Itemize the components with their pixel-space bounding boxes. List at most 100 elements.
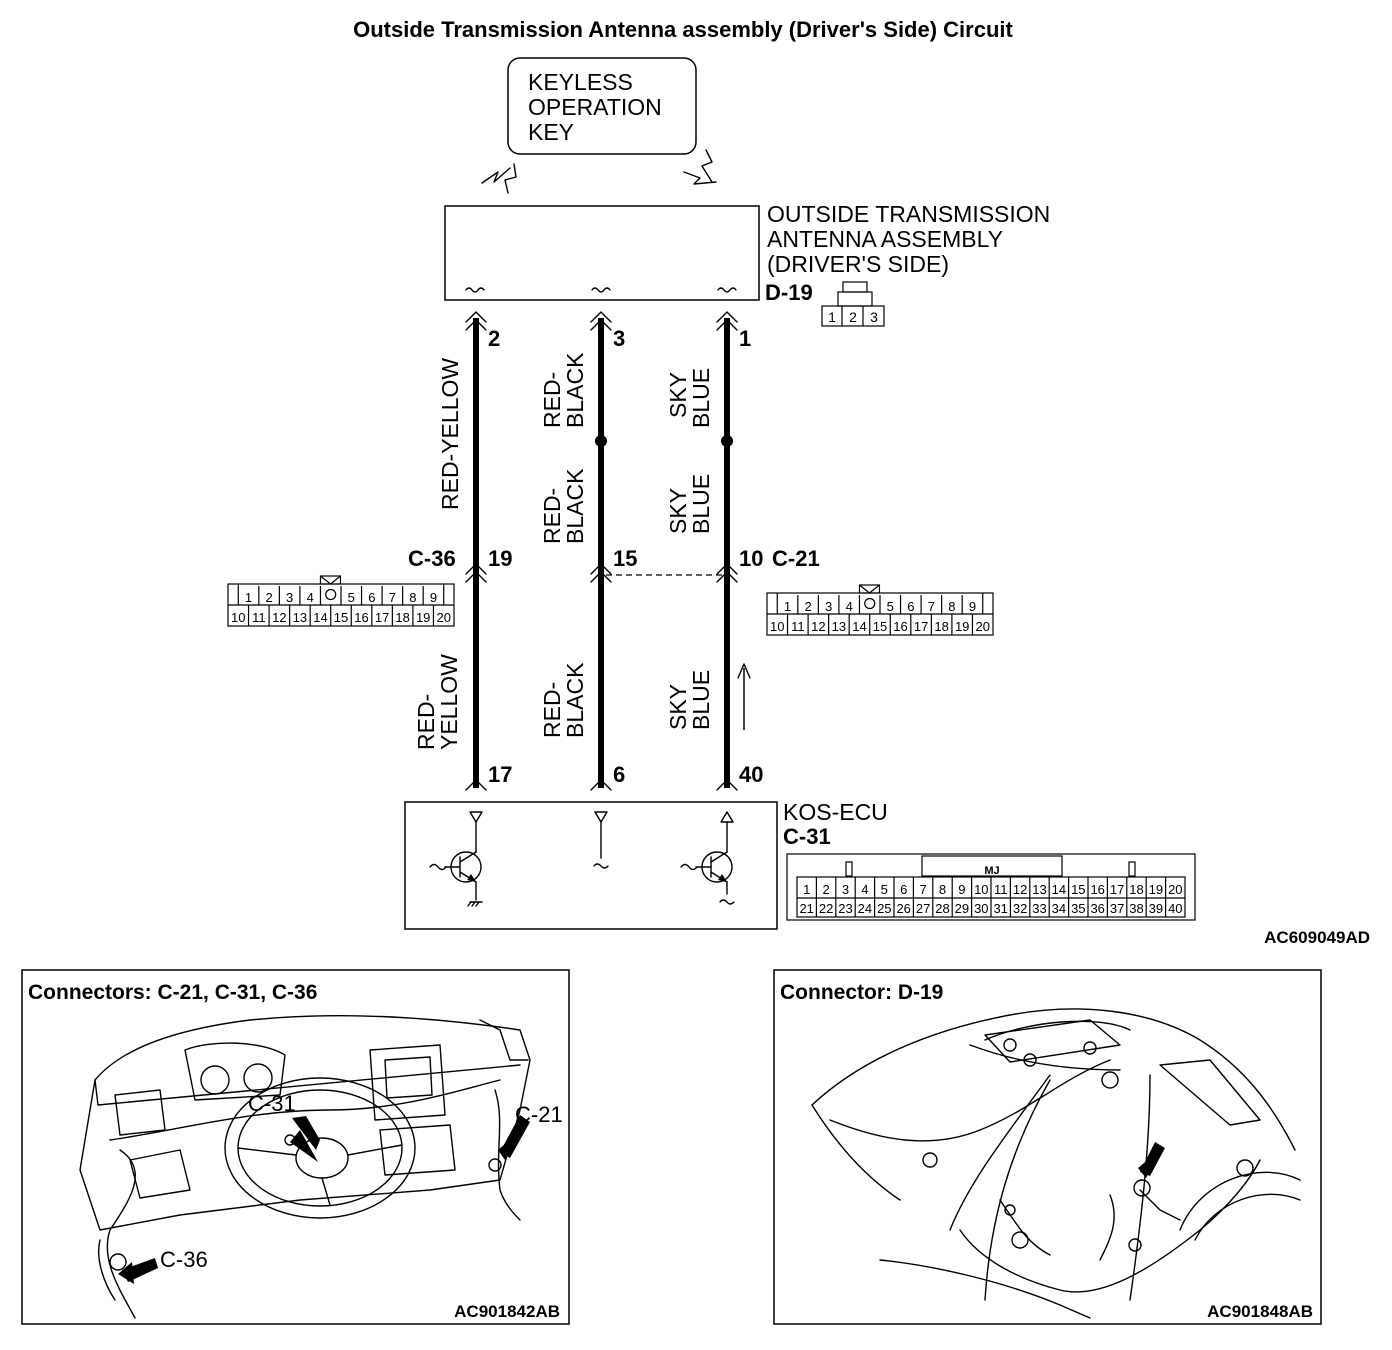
pin-left-top: 2 bbox=[488, 326, 500, 351]
connector-pin-label: 6 bbox=[900, 882, 907, 897]
connector-pin-label: 15 bbox=[1071, 882, 1085, 897]
radio-wave-icon-right bbox=[683, 149, 717, 185]
connector-pin-label: 21 bbox=[799, 901, 813, 916]
connector-pin-label: 12 bbox=[272, 610, 286, 625]
wire-color-middle-mid-2: BLACK bbox=[562, 468, 588, 544]
connector-pin-label: 15 bbox=[334, 610, 348, 625]
panel-right-title: Connector: D-19 bbox=[780, 981, 943, 1004]
connector-pin-label: 30 bbox=[974, 901, 988, 916]
connector-pin-label: 40 bbox=[1168, 901, 1182, 916]
connector-pin-label: 8 bbox=[948, 599, 955, 614]
connector-pin-label: 6 bbox=[907, 599, 914, 614]
dashboard-illustration bbox=[79, 1014, 531, 1319]
connector-pin-label: 14 bbox=[1052, 882, 1066, 897]
panel-dashboard-connectors: Connectors: C-21, C-31, C-36 AC901842AB bbox=[21, 969, 570, 1325]
wire-color-middle-lower-1: RED- bbox=[539, 682, 565, 738]
wire-color-middle-upper-2: BLACK bbox=[562, 352, 588, 428]
connector-pin-label: 7 bbox=[928, 599, 935, 614]
connector-pin-label: 33 bbox=[1032, 901, 1046, 916]
connector-pin-label: 22 bbox=[819, 901, 833, 916]
connector-pin-label: 18 bbox=[1129, 882, 1143, 897]
connector-pin-label: 8 bbox=[409, 590, 416, 605]
radio-wave-icon-left bbox=[481, 163, 517, 194]
output-triangle bbox=[720, 811, 734, 823]
connector-pin-label: 35 bbox=[1071, 901, 1085, 916]
wire-color-left-lower-1: RED- bbox=[413, 694, 439, 750]
connector-pin-label: 14 bbox=[852, 619, 866, 634]
wire-color-right-lower-2: BLUE bbox=[688, 670, 714, 730]
connector-pin-label: 9 bbox=[430, 590, 437, 605]
connector-pin-label: 27 bbox=[916, 901, 930, 916]
connector-pin-label: 2 bbox=[804, 599, 811, 614]
antenna-connector-name: D-19 bbox=[765, 280, 813, 305]
ecu-connector-tag: MJ bbox=[984, 865, 999, 877]
wire-color-middle-upper-1: RED- bbox=[539, 372, 565, 428]
connector-pin-label: 20 bbox=[975, 619, 989, 634]
connector-pin-label: 4 bbox=[307, 590, 314, 605]
connector-pin-label: 34 bbox=[1052, 901, 1066, 916]
connector-d19-face: 1 2 3 bbox=[821, 281, 885, 327]
connector-pin-label: 12 bbox=[1013, 882, 1027, 897]
panel-left-frame bbox=[21, 969, 570, 1325]
connector-pin-label: 17 bbox=[914, 619, 928, 634]
keyless-operation-key: KEYLESS OPERATION KEY bbox=[507, 57, 697, 155]
connector-pin-label: 11 bbox=[791, 619, 805, 634]
d19-pin-3: 3 bbox=[870, 309, 878, 325]
pin-left-mid: 19 bbox=[488, 546, 512, 571]
transistor-icon bbox=[429, 821, 483, 907]
pin-right-bottom: 40 bbox=[739, 762, 763, 787]
connector-pin-label: 13 bbox=[293, 610, 307, 625]
wire-color-left-upper: RED-YELLOW bbox=[437, 358, 463, 510]
connector-pin-label: 3 bbox=[825, 599, 832, 614]
connector-pin-label: 14 bbox=[313, 610, 327, 625]
key-box bbox=[507, 57, 697, 155]
connector-pin-label: 17 bbox=[375, 610, 389, 625]
connector-pin-label: 18 bbox=[395, 610, 409, 625]
antenna-assembly: OUTSIDE TRANSMISSION ANTENNA ASSEMBLY (D… bbox=[444, 201, 1050, 305]
connector-pin-label: 23 bbox=[838, 901, 852, 916]
connector-pin-label: 2 bbox=[265, 590, 272, 605]
connector-chevrons bbox=[465, 311, 738, 791]
connector-pin-label: 13 bbox=[1032, 882, 1046, 897]
antenna-label-line3: (DRIVER'S SIDE) bbox=[767, 251, 949, 277]
wire-color-right-upper-2: BLUE bbox=[688, 368, 714, 428]
connector-pin-label: 19 bbox=[1149, 882, 1163, 897]
connector-pin-label: 1 bbox=[784, 599, 791, 614]
connector-pin-label: 4 bbox=[861, 882, 868, 897]
panel-left-label-c36: C-36 bbox=[160, 1247, 208, 1272]
connector-pin-label: 32 bbox=[1013, 901, 1027, 916]
connector-pin-label: 9 bbox=[958, 882, 965, 897]
panel-right-code: AC901848AB bbox=[1207, 1302, 1313, 1321]
connector-pin-label: 28 bbox=[935, 901, 949, 916]
connector-pin-label: 37 bbox=[1110, 901, 1124, 916]
connector-pin-label: 10 bbox=[974, 882, 988, 897]
input-triangle bbox=[469, 811, 483, 823]
connector-pin-label: 8 bbox=[939, 882, 946, 897]
antenna-box bbox=[444, 205, 760, 301]
connector-pin-label: 18 bbox=[934, 619, 948, 634]
connector-pin-label: 25 bbox=[877, 901, 891, 916]
ecu-name: KOS-ECU bbox=[783, 799, 888, 825]
pin-right-top: 1 bbox=[739, 326, 751, 351]
splice-dot bbox=[595, 435, 607, 447]
pin-middle-bottom: 6 bbox=[613, 762, 625, 787]
connector-pin-label: 1 bbox=[803, 882, 810, 897]
connector-pin-label: 15 bbox=[873, 619, 887, 634]
car-body-illustration bbox=[811, 1008, 1301, 1319]
connector-pin-label: 16 bbox=[893, 619, 907, 634]
connector-pin-label: 11 bbox=[994, 882, 1008, 897]
wire-color-right-upper-1: SKY bbox=[665, 372, 691, 418]
panel-body-connector: Connector: D-19 AC901848AB bbox=[773, 969, 1322, 1325]
connector-pin-label: 7 bbox=[919, 882, 926, 897]
panel-left-label-c21: C-21 bbox=[515, 1102, 563, 1127]
connector-pin-label: 19 bbox=[416, 610, 430, 625]
arrow-icon bbox=[292, 1116, 320, 1150]
panel-left-label-c31: C-31 bbox=[248, 1091, 296, 1116]
connector-pin-label: 16 bbox=[354, 610, 368, 625]
connector-pin-label: 5 bbox=[887, 599, 894, 614]
connector-key-marker bbox=[325, 588, 337, 601]
ecu-connector-name: C-31 bbox=[783, 824, 831, 849]
connector-pin-label: 6 bbox=[368, 590, 375, 605]
